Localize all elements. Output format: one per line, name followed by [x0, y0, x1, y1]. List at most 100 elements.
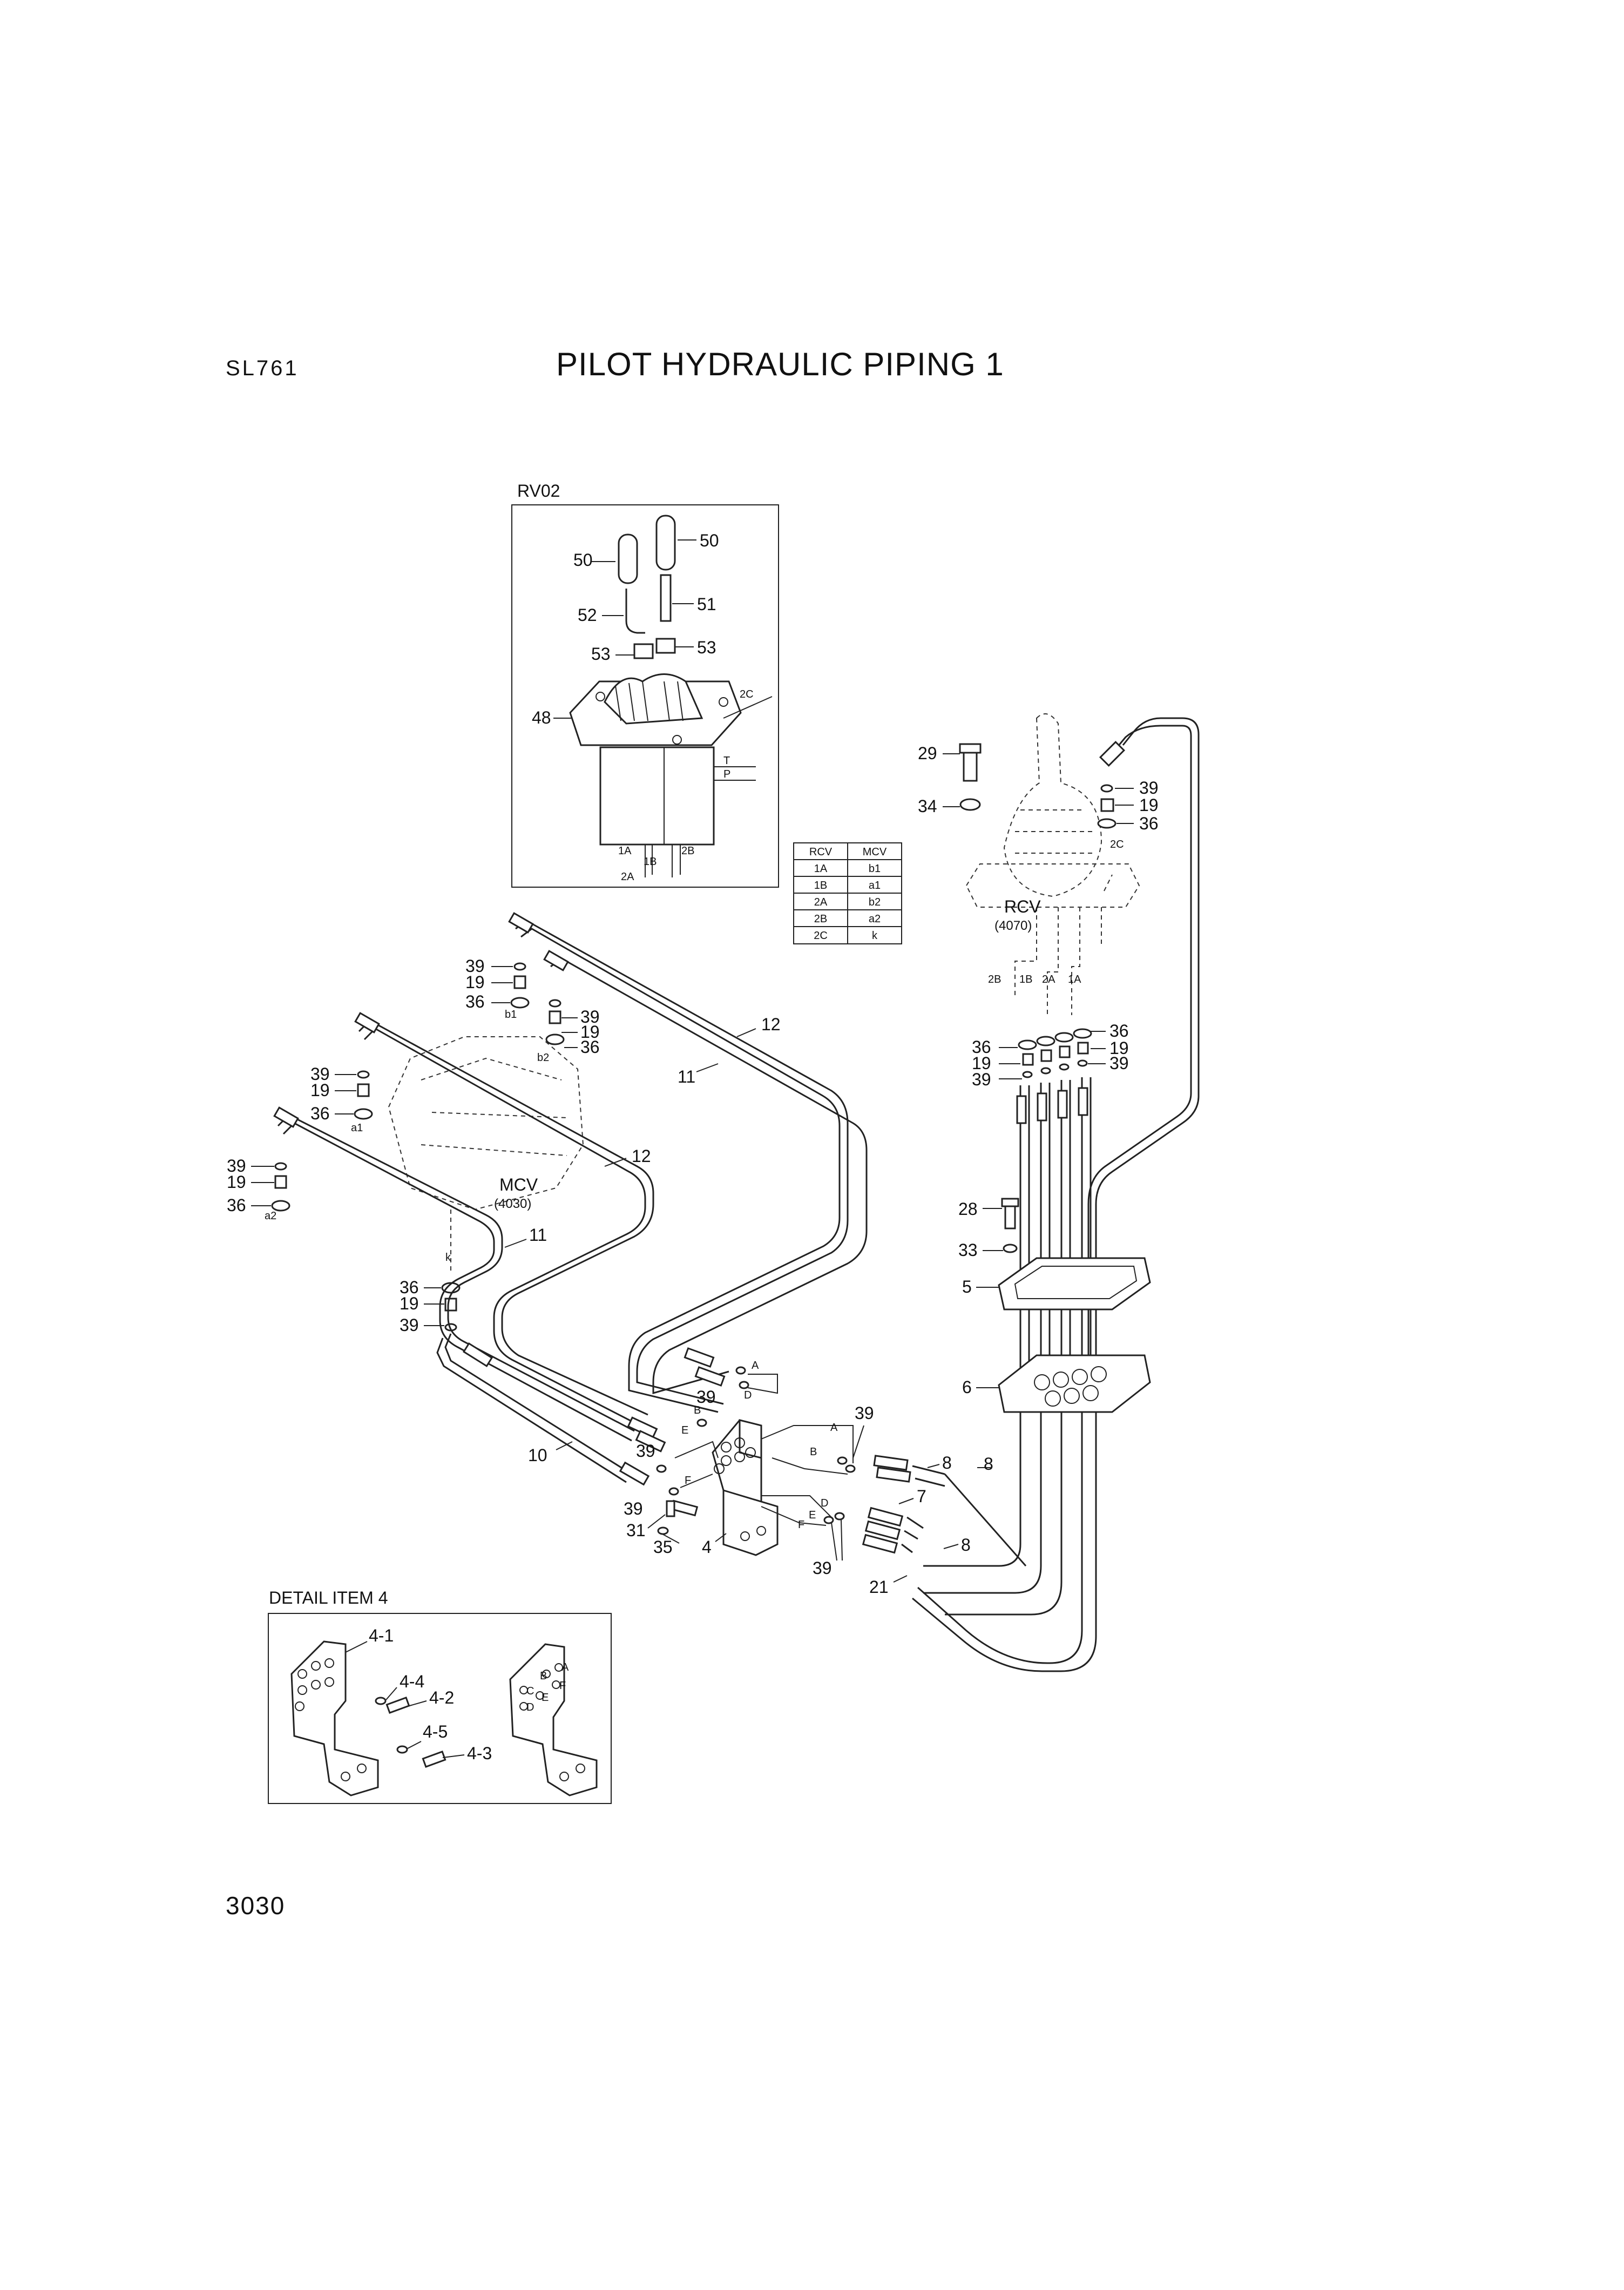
rv-port-2a: 2A	[621, 871, 634, 883]
rv-callout-50b: 50	[700, 531, 719, 550]
model-code: SL761	[226, 356, 299, 380]
block-port-e: E	[681, 1424, 688, 1436]
block-callout-39e: 39	[813, 1558, 832, 1578]
hose-callout-21: 21	[869, 1577, 889, 1597]
hose-callout-8c: 8	[961, 1535, 971, 1555]
mcv-callout-19c: 19	[310, 1080, 330, 1100]
rcv-port-1a: 1A	[1068, 974, 1081, 985]
rcv-callout-28: 28	[958, 1199, 978, 1219]
rv02-label: RV02	[517, 481, 560, 501]
table-cell: 1A	[814, 863, 828, 875]
block-port-d2: D	[821, 1497, 828, 1509]
table-header-rcv: RCV	[809, 846, 833, 858]
mcv-port-k: k	[445, 1252, 451, 1264]
table-cell: 2B	[814, 913, 827, 925]
rcv-port-2a: 2A	[1042, 974, 1055, 985]
rcv-callout-19a: 19	[1139, 795, 1159, 815]
rv-callout-53b: 53	[697, 638, 716, 657]
page-title: PILOT HYDRAULIC PIPING 1	[556, 346, 1004, 382]
detail-callout-4-2: 4-2	[429, 1688, 454, 1707]
hose-callout-7: 7	[917, 1487, 926, 1506]
block-callout-39a: 39	[696, 1387, 716, 1407]
rcv-callout-36c: 36	[1109, 1021, 1129, 1041]
detail-callout-4-4: 4-4	[400, 1672, 424, 1691]
rv-port-2b: 2B	[681, 845, 694, 857]
table-cell: 2A	[814, 896, 828, 908]
hose-callout-11b: 11	[529, 1225, 547, 1245]
rcv-port-1b: 1B	[1019, 974, 1032, 985]
mcv-ref: (4030)	[494, 1197, 531, 1211]
mcv-section: MCV (4030) b1 b2 a1 a2 k 39 19 36 39 19 …	[227, 956, 600, 1335]
detail-letter-c: C	[526, 1685, 534, 1697]
hose-callout-12b: 12	[632, 1146, 651, 1166]
rv-port-t: T	[723, 755, 730, 767]
rcv-port-2c: 2C	[1110, 839, 1124, 850]
rv02-section: RV02 50	[511, 481, 779, 888]
detail-letter-d: D	[526, 1701, 534, 1713]
block-port-b2: B	[810, 1446, 817, 1458]
detail-title: DETAIL ITEM 4	[269, 1588, 388, 1607]
knob-right	[655, 515, 676, 571]
table-cell: b1	[869, 863, 881, 875]
detail-callout-4-5: 4-5	[423, 1722, 448, 1741]
rcv-ref: (4070)	[994, 918, 1032, 933]
mcv-callout-19b: 19	[580, 1022, 600, 1042]
block-port-a2: A	[830, 1422, 838, 1434]
rcv-callout-6: 6	[962, 1377, 972, 1397]
rcv-port-2b: 2B	[988, 974, 1001, 985]
detail-letter-f: F	[559, 1680, 566, 1692]
mcv-callout-36e: 36	[400, 1278, 419, 1297]
rv-port-1a: 1A	[618, 845, 632, 857]
detail-letter-a: A	[561, 1661, 569, 1673]
mcv-port-b1: b1	[505, 1009, 517, 1021]
block-callout-39b: 39	[636, 1441, 655, 1461]
rcv-callout-39a: 39	[1139, 778, 1159, 798]
block-callout-35: 35	[653, 1537, 673, 1557]
knob-left	[618, 533, 638, 584]
mcv-callout-39e: 39	[400, 1315, 419, 1335]
rcv-callout-39c: 39	[1109, 1053, 1129, 1073]
hose-routing: 12 11 12 11 10 8 8 8 7 21	[273, 912, 1027, 1597]
detail-letter-b: B	[540, 1670, 547, 1682]
rcv-callout-36b: 36	[972, 1037, 991, 1057]
detail-item-4: DETAIL ITEM 4 4-1 4-4 4-2 4-5 4-3	[268, 1588, 612, 1804]
block-port-f: F	[685, 1475, 691, 1487]
block-port-b: B	[694, 1404, 701, 1416]
block-port-f2: F	[798, 1519, 804, 1531]
table-cell: 1B	[814, 880, 827, 891]
block-callout-39c: 39	[624, 1499, 643, 1518]
rv-port-1b: 1B	[644, 856, 657, 868]
mcv-port-a2: a2	[265, 1210, 276, 1222]
table-cell: k	[872, 930, 878, 942]
rcv-callout-36a: 36	[1139, 814, 1159, 833]
mcv-callout-39d: 39	[227, 1156, 246, 1176]
mcv-callout-19d: 19	[227, 1172, 246, 1192]
page-number: 3030	[226, 1892, 286, 1920]
mcv-callout-36c: 36	[310, 1104, 330, 1123]
mcv-callout-19a: 19	[465, 972, 485, 992]
hose-callout-11a: 11	[678, 1067, 695, 1086]
rcv-callout-33: 33	[958, 1240, 978, 1260]
mcv-callout-36d: 36	[227, 1195, 246, 1215]
block-port-e2: E	[809, 1509, 816, 1521]
rv-port-p: P	[723, 768, 730, 780]
rv-callout-48: 48	[532, 708, 551, 727]
mcv-port-a1: a1	[351, 1122, 363, 1134]
rcv-callout-19c: 19	[1109, 1038, 1129, 1058]
block-callout-39d: 39	[855, 1403, 874, 1423]
block-section: A B D E F A B D E F 39 39 39 39 31 35 4 …	[624, 1360, 874, 1578]
rcv-callout-39b: 39	[972, 1070, 991, 1089]
rv-callout-53a: 53	[591, 644, 611, 664]
rv-callout-51: 51	[697, 595, 716, 614]
detail-callout-4-1: 4-1	[369, 1626, 394, 1645]
rcv-callout-34: 34	[918, 796, 937, 816]
port-mapping-table: RCV MCV 1A b1 1B a1 2A b2 2B a2 2C k	[793, 842, 902, 944]
rcv-section: RCV (4070) 2B 1B 2A 1A 2C 29 34 39 19 36	[912, 713, 1200, 1672]
detail-letter-e: E	[542, 1692, 549, 1704]
rv-callout-50a: 50	[573, 550, 593, 570]
table-cell: b2	[869, 896, 881, 908]
block-callout-4: 4	[702, 1537, 712, 1557]
block-callout-31: 31	[626, 1521, 646, 1540]
hose-callout-12a: 12	[761, 1015, 781, 1034]
